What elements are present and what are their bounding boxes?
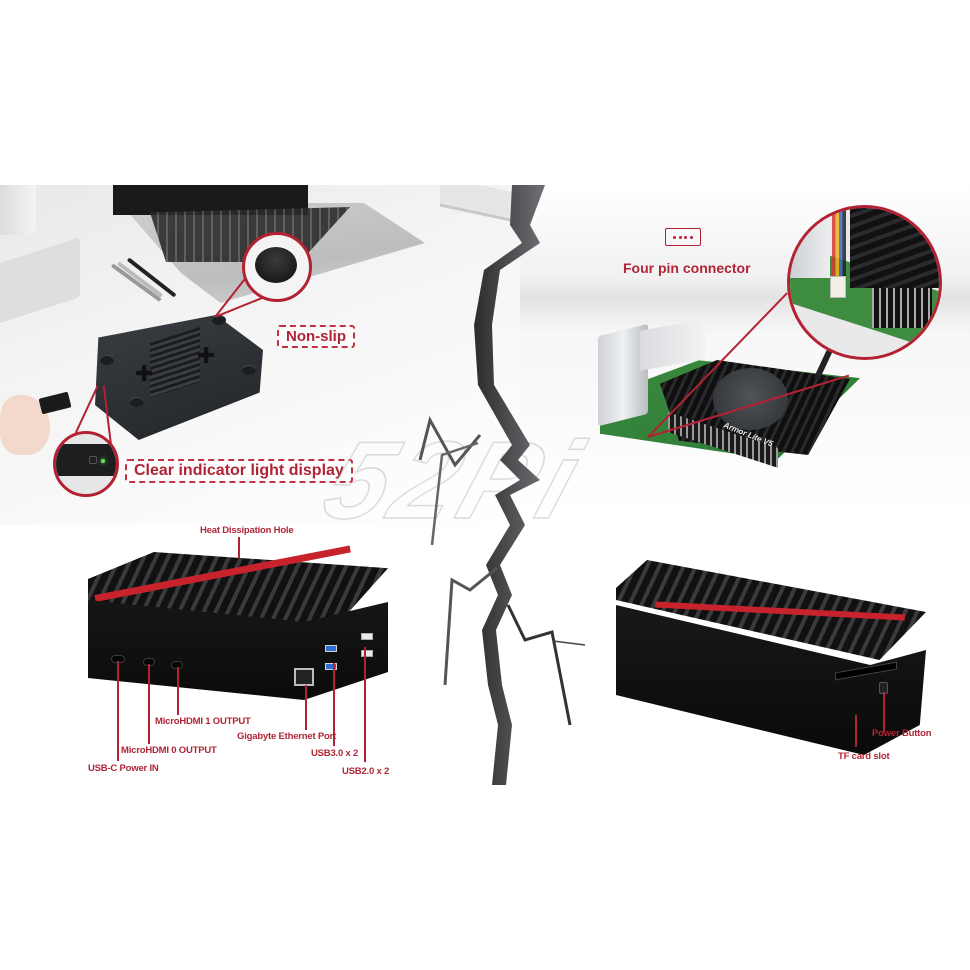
non-slip-callout: Non-slip <box>277 325 355 348</box>
tf-card-label: TF card slot <box>838 751 890 762</box>
indicator-light-callout: Clear indicator light display <box>125 459 353 483</box>
connector-zoom-icon <box>787 205 942 360</box>
watermark: 52Pi <box>309 418 601 543</box>
leader-line <box>364 647 366 762</box>
microhdmi-1-label: MicroHDMI 1 OUTPUT <box>155 716 251 727</box>
usb2-port <box>361 633 373 640</box>
product-composite: ✚ ✚ Non-slip Clear indicator light displ… <box>0 185 970 785</box>
rubber-foot-zoom-icon <box>242 232 312 302</box>
usb2-label: USB2.0 x 2 <box>342 766 390 777</box>
usb-c-label: USB-C Power IN <box>88 763 159 774</box>
four-pin-callout: Four pin connector <box>623 260 751 276</box>
leader-line <box>855 715 857 747</box>
mount-cross-icon: ✚ <box>197 343 216 368</box>
leader-line <box>305 685 307 730</box>
leader-line <box>177 667 179 715</box>
heat-dissipation-label: Heat Dissipation Hole <box>200 525 294 536</box>
microhdmi-0-label: MicroHDMI 0 OUTPUT <box>121 745 217 756</box>
usb3-port <box>325 645 337 652</box>
usb3-port <box>325 663 337 670</box>
rubber-foot-icon <box>212 315 226 325</box>
cup-image <box>0 185 36 235</box>
leader-line <box>883 692 885 732</box>
fan-icon <box>713 368 788 430</box>
usb3-label: USB3.0 x 2 <box>311 748 359 759</box>
power-button-label: Power Button <box>872 728 932 739</box>
leader-line <box>117 661 119 761</box>
notebook-image <box>440 185 520 224</box>
leader-line <box>238 537 240 577</box>
ethernet-port <box>294 668 314 686</box>
leader-line <box>148 664 150 744</box>
tablet-image <box>0 237 80 333</box>
green-led-icon <box>101 459 105 463</box>
indicator-led-zoom-icon <box>53 431 119 497</box>
usb2-port <box>361 650 373 657</box>
four-pin-connector-icon <box>665 228 701 246</box>
rubber-foot-icon <box>242 365 256 375</box>
rubber-foot-icon <box>130 397 144 407</box>
leader-line <box>333 663 335 746</box>
ethernet-label: Gigabyte Ethernet Port <box>237 731 337 742</box>
mount-cross-icon: ✚ <box>135 361 154 386</box>
rubber-foot-icon <box>100 355 114 365</box>
